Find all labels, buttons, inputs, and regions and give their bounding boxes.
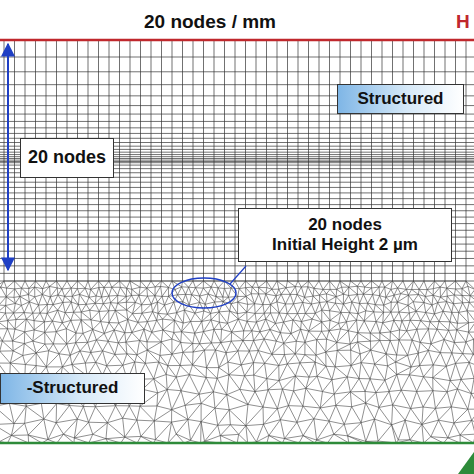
grid-line	[140, 40, 141, 281]
node-text: Initial Height 2 µm	[272, 235, 418, 255]
callout-box: 20 nodesInitial Height 2 µm	[238, 208, 452, 262]
grid-line	[235, 40, 236, 281]
grid-line	[0, 198, 474, 199]
region-label: Structured	[337, 84, 464, 114]
grid-line	[0, 71, 474, 72]
node-text: Structured	[358, 89, 444, 109]
grid-line	[0, 133, 474, 134]
grid-line	[224, 40, 225, 281]
unstructured-mesh	[0, 281, 474, 443]
node-text: -Structured	[27, 378, 119, 398]
region-label: -Structured	[0, 373, 145, 404]
grid-line	[0, 265, 474, 266]
grid-line	[0, 204, 474, 205]
top-boundary	[0, 39, 474, 42]
grid-line	[0, 57, 474, 58]
grid-line	[161, 40, 162, 281]
structured-grid	[0, 40, 474, 281]
leader-line	[230, 266, 246, 284]
node-text: 20 nodes	[308, 215, 382, 235]
grid-line	[130, 40, 131, 281]
bottom-boundary	[0, 442, 474, 445]
boundary-label: H	[456, 11, 470, 33]
grid-line	[203, 40, 204, 281]
grid-line	[0, 121, 474, 122]
grid-line	[193, 40, 194, 281]
scale-label: 20 nodes / mm	[144, 11, 276, 33]
grid-line	[0, 182, 474, 183]
grid-line	[0, 127, 474, 128]
grid-line	[151, 40, 152, 281]
grid-line	[214, 40, 215, 281]
grid-line	[466, 40, 467, 281]
node-text: 20 nodes	[28, 147, 106, 169]
grid-line	[4, 40, 5, 281]
highlight-circle	[172, 278, 236, 308]
grid-line	[0, 192, 474, 193]
boundary-marker	[458, 452, 474, 474]
grid-line	[0, 187, 474, 188]
grid-line	[0, 273, 474, 274]
grid-line	[172, 40, 173, 281]
triangle-mesh	[0, 281, 474, 443]
grid-line	[182, 40, 183, 281]
grid-line	[119, 40, 120, 281]
grid-line	[455, 40, 456, 281]
grid-line	[0, 40, 474, 41]
grid-line	[14, 40, 15, 281]
dimension-arrow	[7, 44, 9, 270]
callout-box: 20 nodes	[20, 138, 114, 178]
